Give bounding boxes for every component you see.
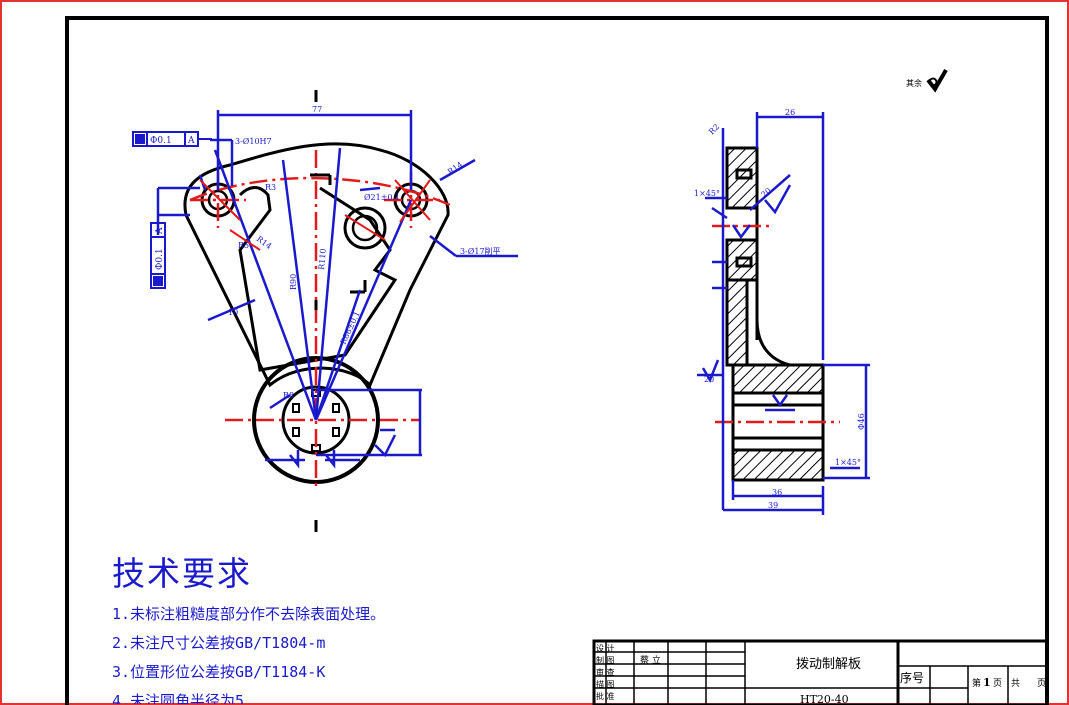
roughness-symbol: 其余 <box>906 68 948 93</box>
dim-20b: 20 <box>704 375 714 384</box>
dim-r14a: R14 <box>446 160 464 177</box>
dim-20a: 20 <box>760 186 774 199</box>
side-view: 26 R2 1×45° 1×45° 20 20 Φ46 36 39 <box>694 108 870 515</box>
dim-r2: R2 <box>707 122 721 136</box>
front-view: 77 3-Ø10H7 3-Ø17削平 Ø21±0.1 R14 R14 R5 R3… <box>132 90 518 532</box>
dim-r110: R110 <box>317 248 328 270</box>
technical-requirements: 技术要求 1.未标注粗糙度部分作不去除表面处理。 2.未注尺寸公差按GB/T18… <box>112 554 582 704</box>
dim-r3: R3 <box>265 183 276 192</box>
tb-part-name: 拨动制解板 <box>796 657 861 672</box>
dim-r8: R8 <box>283 391 294 400</box>
tb-drafter-name: 蔡 立 <box>640 654 661 666</box>
tb-seq-label: 序号 <box>900 670 924 685</box>
title-block <box>592 639 1049 705</box>
tb-page-num: 1 <box>983 676 991 689</box>
hole-middle <box>343 206 387 250</box>
svg-text:A: A <box>187 136 195 146</box>
dim-26: 26 <box>785 108 795 117</box>
svg-text:A: A <box>155 227 165 235</box>
tech-item: 3.位置形位公差按GB/T1184-K <box>112 663 326 681</box>
tb-drawn-label: 描 图 <box>596 679 615 689</box>
inner-frame <box>65 16 1049 705</box>
svg-text:Φ0.1: Φ0.1 <box>155 248 165 270</box>
tech-item: 2.未注尺寸公差按GB/T1804-m <box>112 634 326 652</box>
dim-77: 77 <box>312 105 322 114</box>
dim-21: Ø21±0.1 <box>364 193 400 202</box>
tb-check-label: 审 查 <box>596 667 615 677</box>
svg-text:Φ0.1: Φ0.1 <box>150 136 172 146</box>
front-body-outline <box>183 142 450 388</box>
inner-slot <box>238 186 398 372</box>
svg-text:其余: 其余 <box>906 78 922 88</box>
dim-c1a: 1×45° <box>694 189 720 198</box>
tolerance-frame-left: Φ0.1 A <box>150 222 166 289</box>
tb-approve-label: 批 准 <box>596 691 615 701</box>
tb-drafter-label: 制 图 <box>596 655 615 665</box>
dim-r90: R90 <box>289 274 298 290</box>
dim-r5: R5 <box>238 241 249 250</box>
dim-46: Φ46 <box>857 413 866 430</box>
tb-design-label: 设 计 <box>596 643 615 653</box>
dim-17: 3-Ø17削平 <box>460 246 501 256</box>
dim-39: 39 <box>768 501 778 510</box>
tech-title: 技术要求 <box>112 554 252 593</box>
dim-c1b: 1×45° <box>835 458 861 467</box>
tb-total-prefix: 共 <box>1011 678 1020 689</box>
tb-page-suffix: 页 <box>993 678 1002 689</box>
lower-boss <box>252 356 380 484</box>
tech-item: 4.未注圆角半径为5 <box>112 692 245 704</box>
tb-total-suffix: 页 <box>1037 678 1046 689</box>
dim-10h7: 3-Ø10H7 <box>235 137 272 146</box>
dim-36: 36 <box>772 488 782 497</box>
tolerance-frame-top: Φ0.1 A <box>132 131 212 147</box>
tb-page-prefix: 第 <box>972 677 981 689</box>
dim-10: 10 <box>228 308 238 317</box>
tb-code: HT20-40 <box>800 693 849 705</box>
tech-item: 1.未标注粗糙度部分作不去除表面处理。 <box>112 605 386 623</box>
